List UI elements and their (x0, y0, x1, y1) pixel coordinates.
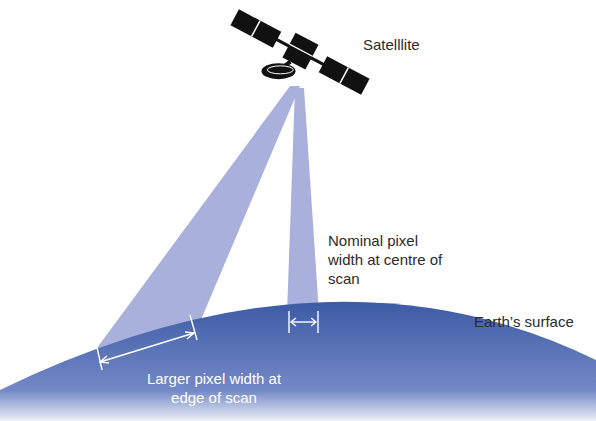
centre-pixel-label: Nominal pixel width at centre of scan (328, 232, 456, 288)
narrow-beam (287, 88, 319, 314)
satellite-icon (215, 4, 372, 124)
surface-label: Earth’s surface (474, 313, 592, 332)
earth-surface (0, 302, 596, 421)
centre-bracket (289, 311, 318, 333)
edge-bracket (96, 315, 197, 370)
edge-pixel-label: Larger pixel width at edge of scan (134, 370, 294, 408)
satellite-label: Satelllite (363, 36, 483, 55)
